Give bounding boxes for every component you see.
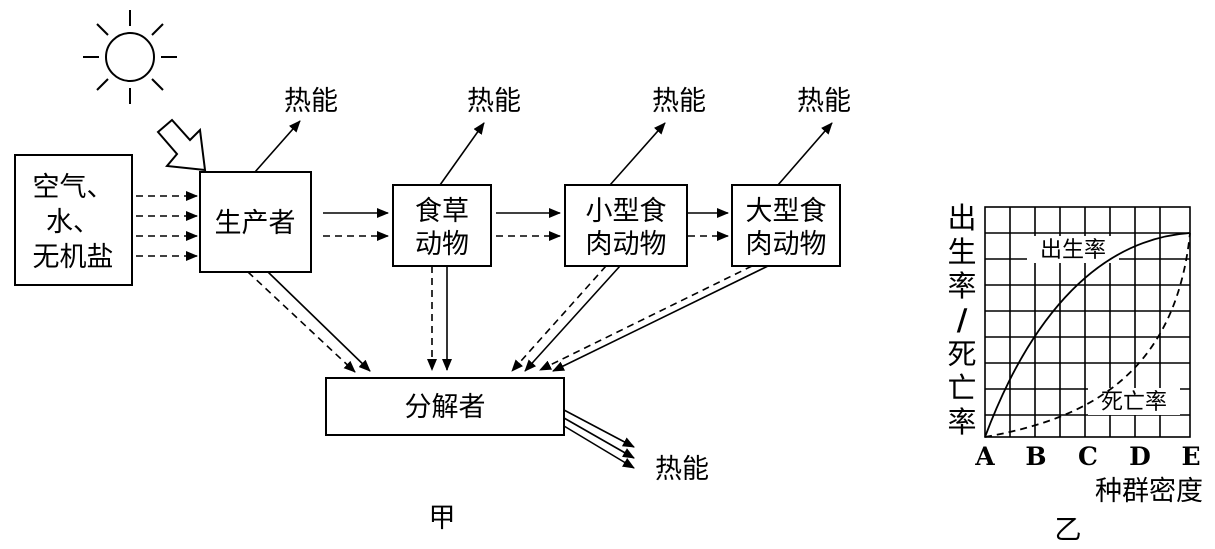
herbivore-label-2: 动物 <box>415 229 469 260</box>
birth-rate-curve <box>984 232 1191 438</box>
large-carnivore-label-1: 大型食 <box>746 196 827 227</box>
x-tick-e: E <box>1181 442 1200 471</box>
arrow-large-decomposer-dashed <box>539 265 753 371</box>
heat-label-large-carnivore: 热能 <box>797 86 851 117</box>
heat-label-herbivore: 热能 <box>467 86 521 117</box>
y-axis-char-5: 死 <box>947 337 976 371</box>
heat-label-small-carnivore: 热能 <box>652 86 706 117</box>
arrow-small-carnivore-heat <box>609 122 666 186</box>
herbivore-box <box>392 184 492 267</box>
death-rate-label: 死亡率 <box>1101 390 1167 415</box>
large-carnivore-box <box>731 184 841 267</box>
x-tick-a: A <box>974 442 995 471</box>
caption-yi: 乙 <box>1055 515 1082 546</box>
arrow-small-decomposer <box>524 265 621 372</box>
small-carnivore-box <box>564 184 688 267</box>
to-decomposer-solid-arrows <box>267 265 769 372</box>
arrow-decomposer-heat-2 <box>563 417 635 459</box>
small-carnivore-label-1: 小型食 <box>586 196 667 227</box>
x-tick-c: C <box>1078 442 1098 471</box>
y-axis-char-6: 亡 <box>947 371 976 405</box>
grid-frame <box>984 206 1191 438</box>
diagram-jia: 空气、 水、 无机盐 生产者 食草 动物 小型食 肉动物 大型食 肉动物 分解者… <box>14 10 851 534</box>
abiotic-to-producer-arrows <box>136 191 198 261</box>
arrow-decomposer-heat-1 <box>563 409 635 448</box>
x-axis-label: 种群密度 <box>1095 476 1203 507</box>
heat-label-decomposer: 热能 <box>655 454 709 485</box>
abiotic-label-2: 水、 <box>46 207 100 238</box>
x-tick-d: D <box>1129 442 1151 471</box>
herbivore-label-1: 食草 <box>415 196 469 227</box>
small-carnivore-label-2: 肉动物 <box>586 229 667 260</box>
producer-box <box>199 171 312 273</box>
caption-jia: 甲 <box>429 503 456 534</box>
diagram-yi: 出生率 死亡率 出 生 率 / 死 亡 率 A B C D E 种群密度 乙 <box>947 201 1203 546</box>
birth-label-bg <box>1027 236 1119 263</box>
large-carnivore-label-2: 肉动物 <box>746 229 827 260</box>
death-rate-curve <box>984 232 1191 438</box>
heat-arrows <box>254 120 833 469</box>
grid <box>984 206 1191 438</box>
y-axis-char-4: / <box>957 303 968 337</box>
death-label-bg <box>1088 388 1180 415</box>
abiotic-label-3: 无机盐 <box>33 242 114 273</box>
arrow-large-carnivore-heat <box>777 122 833 186</box>
sun-icon <box>83 10 177 104</box>
x-tick-b: B <box>1025 442 1046 471</box>
arrow-large-decomposer <box>552 265 769 372</box>
arrow-decomposer-heat-3 <box>563 425 635 469</box>
arrow-small-decomposer-dashed <box>511 265 607 372</box>
producer-label: 生产者 <box>215 208 296 239</box>
y-axis-char-2: 生 <box>947 235 976 269</box>
decomposer-label: 分解者 <box>405 392 486 423</box>
decomposer-box <box>325 377 565 436</box>
to-decomposer-dashed-arrows <box>247 265 753 373</box>
x-ticks: A B C D E <box>974 442 1200 471</box>
y-axis-label: 出 生 率 / 死 亡 率 <box>947 201 976 439</box>
arrow-producer-decomposer <box>267 271 371 372</box>
heat-label-producer: 热能 <box>284 86 338 117</box>
y-axis-char-1: 出 <box>947 201 976 235</box>
arrow-herbivore-heat <box>439 122 485 186</box>
sunlight-arrow-icon <box>156 118 207 172</box>
abiotic-box <box>14 154 133 286</box>
arrow-producer-heat <box>254 120 301 173</box>
arrow-producer-decomposer-dashed <box>247 271 356 373</box>
birth-rate-label: 出生率 <box>1040 238 1106 263</box>
y-axis-char-7: 率 <box>947 405 976 439</box>
abiotic-label-1: 空气、 <box>33 172 114 203</box>
y-axis-char-3: 率 <box>947 269 976 303</box>
